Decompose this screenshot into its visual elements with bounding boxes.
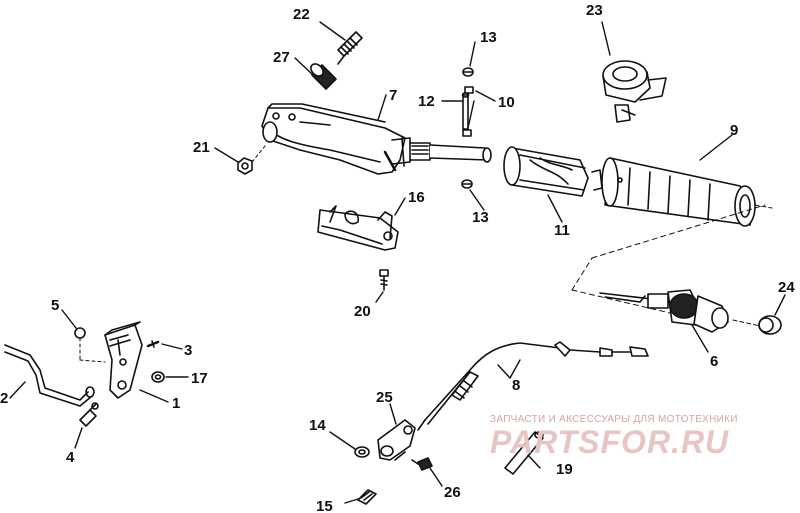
label-5: 5 [51,297,59,314]
part-21-nut [237,145,266,175]
part-13-upper [462,67,474,77]
label-23: 23 [586,2,603,19]
label-2: 2 [0,390,8,407]
label-26: 26 [444,484,461,501]
part-11-throttle-tube [503,146,603,197]
part-7-bracket [261,103,492,175]
part-17-washer [151,371,165,383]
part-1-lever [104,321,143,399]
label-9: 9 [730,122,738,139]
label-15: 15 [316,498,333,513]
label-4: 4 [66,449,75,466]
part-22-bolt [337,31,363,65]
part-6-assembly [571,204,766,333]
label-17: 17 [191,370,208,387]
label-13-bottom: 13 [472,209,489,226]
label-1: 1 [172,395,180,412]
label-12: 12 [418,93,435,110]
part-14-washer [354,446,370,458]
part-2-rod [4,344,95,407]
label-10: 10 [498,94,515,111]
part-3-screw [146,340,160,348]
part-24-cap [758,315,782,335]
part-25-lever [377,419,416,461]
label-3: 3 [184,342,192,359]
part-16-bracket [317,205,399,251]
label-22: 22 [293,6,310,23]
part-27-bushing [310,63,337,90]
label-16: 16 [408,189,425,206]
part-20-screw [379,269,389,291]
part-9-grip [601,157,773,227]
watermark-logo: PARTSFOR.RU [490,424,730,460]
part-15-fitting [357,489,377,505]
part-23-guide [602,60,667,123]
label-7: 7 [389,87,397,104]
label-21: 21 [193,139,210,156]
part-26-screw [411,457,433,471]
label-27: 27 [273,49,290,66]
label-14: 14 [309,417,326,434]
label-8: 8 [512,377,520,394]
part-4-fitting [79,402,99,427]
part-8-cable [417,341,649,431]
label-6: 6 [710,353,718,370]
part-12-pin [461,92,470,130]
label-13-top: 13 [480,29,497,46]
leader-lines [9,21,786,504]
label-20: 20 [354,303,371,320]
label-25: 25 [376,389,393,406]
part-19-pin [504,431,544,475]
label-19: 19 [556,461,573,478]
part-5-clip [74,327,106,363]
part-13-lower [461,179,473,189]
label-24: 24 [778,279,795,296]
watermark-caption: ЗАПЧАСТИ И АКСЕССУАРЫ ДЛЯ МОТОТЕХНИКИ [490,414,738,425]
part-10-pin [462,86,474,137]
label-11: 11 [554,222,570,239]
